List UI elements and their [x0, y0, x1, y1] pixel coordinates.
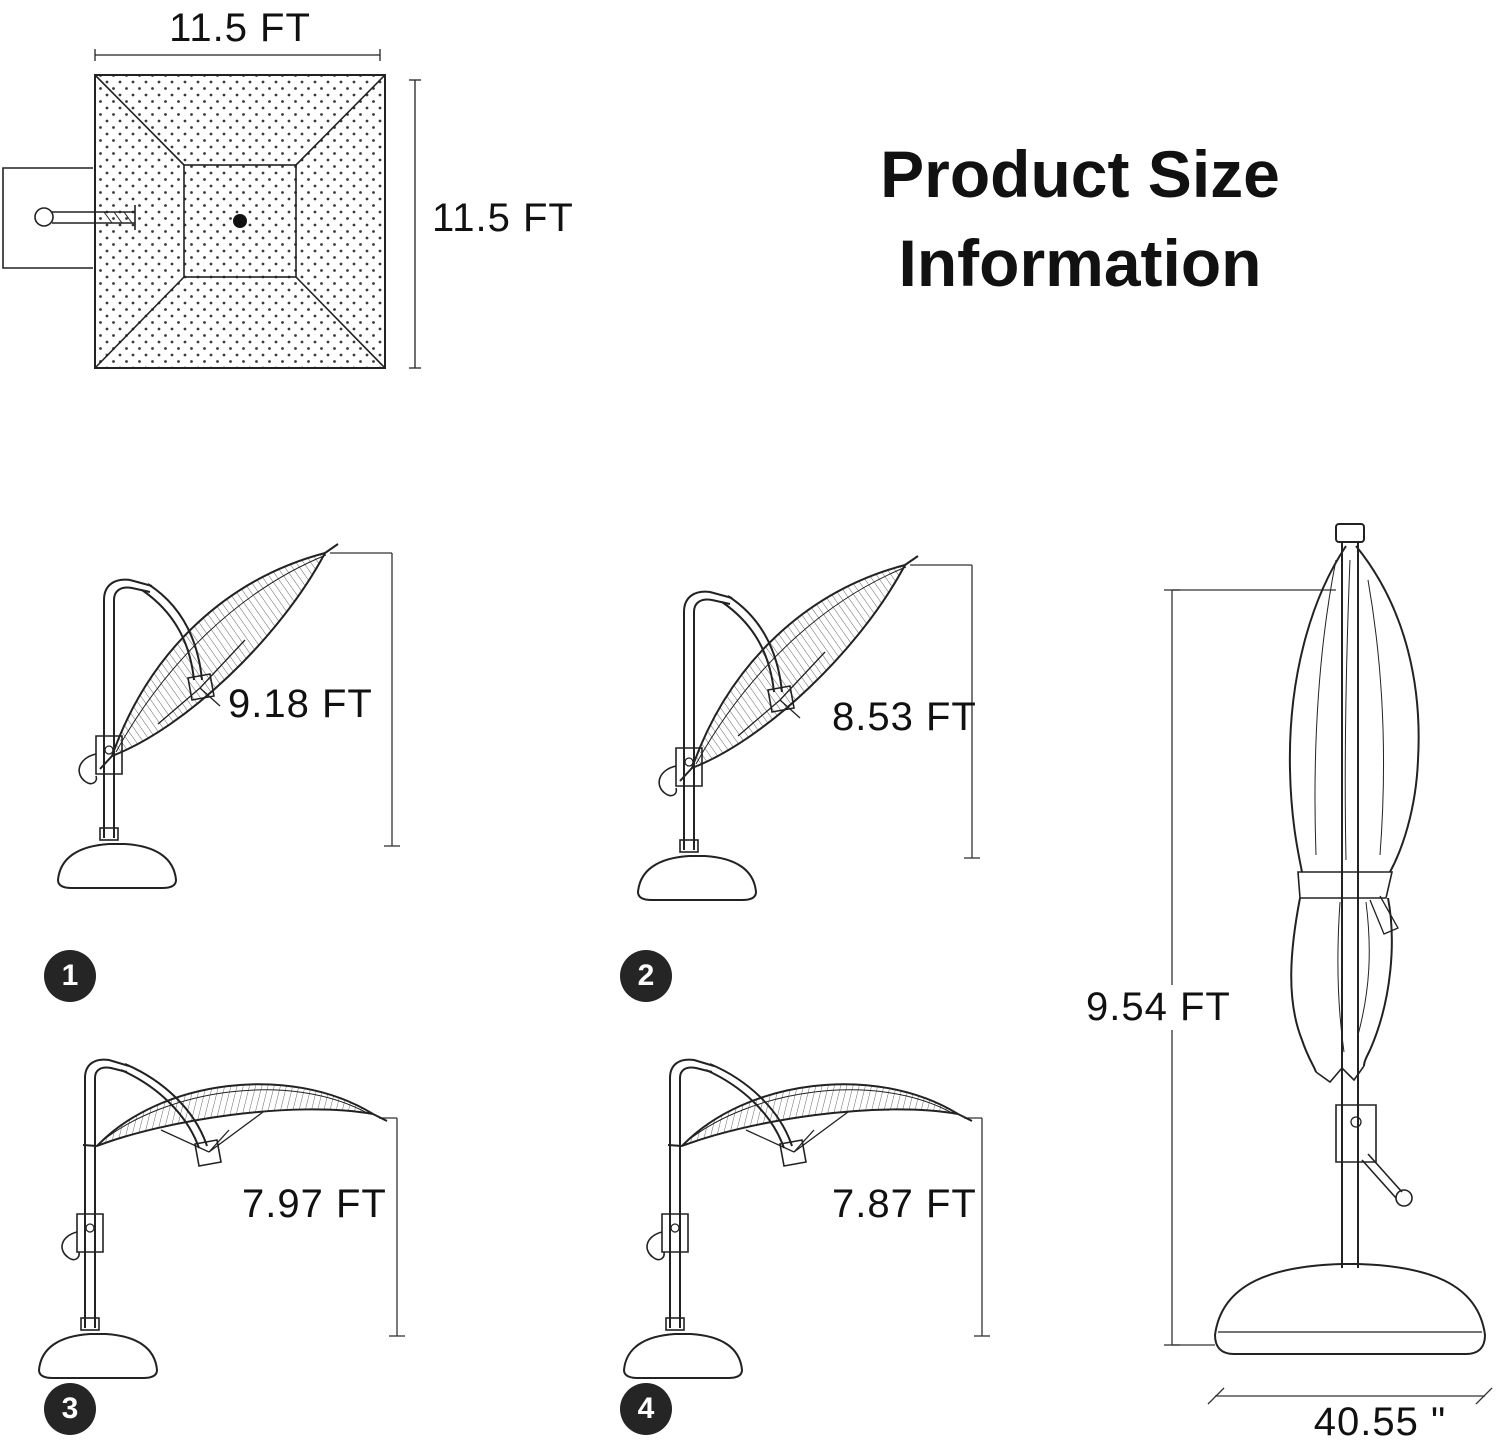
closed-umbrella-height-label: 9.54 FT — [1080, 985, 1237, 1030]
page-title-line2: Information — [898, 226, 1262, 301]
diagram1-height-label: 9.18 FT — [228, 682, 373, 726]
umbrella-open-flat-drawing-3 — [37, 1058, 405, 1379]
diagram2-height-label: 8.53 FT — [832, 695, 977, 739]
step-number-1: 1 — [61, 959, 79, 992]
step-number-badge-3: 3 — [44, 1383, 96, 1435]
closed-umbrella-drawing — [1164, 523, 1493, 1405]
step-number-3: 3 — [61, 1392, 79, 1425]
top-view-width-label: 11.5 FT — [169, 6, 311, 50]
step-number-2: 2 — [637, 959, 655, 992]
step-number-4: 4 — [637, 1392, 655, 1425]
page-title: Product Size Information — [780, 130, 1380, 308]
diagram3-height-label: 7.97 FT — [242, 1182, 387, 1226]
canopy-top-view-drawing — [2, 49, 421, 369]
base-width-label: 40.55 " — [1313, 1400, 1447, 1444]
umbrella-open-tilted-drawing-2 — [636, 555, 980, 901]
top-view-height-label: 11.5 FT — [432, 196, 574, 240]
umbrella-open-flat-drawing-4 — [622, 1058, 990, 1379]
diagram4-height-label: 7.87 FT — [832, 1182, 977, 1226]
step-number-badge-1: 1 — [44, 950, 96, 1002]
umbrella-open-tilted-drawing-1 — [56, 543, 400, 889]
step-number-badge-4: 4 — [620, 1383, 672, 1435]
step-number-badge-2: 2 — [620, 950, 672, 1002]
page-title-line1: Product Size — [880, 137, 1280, 211]
